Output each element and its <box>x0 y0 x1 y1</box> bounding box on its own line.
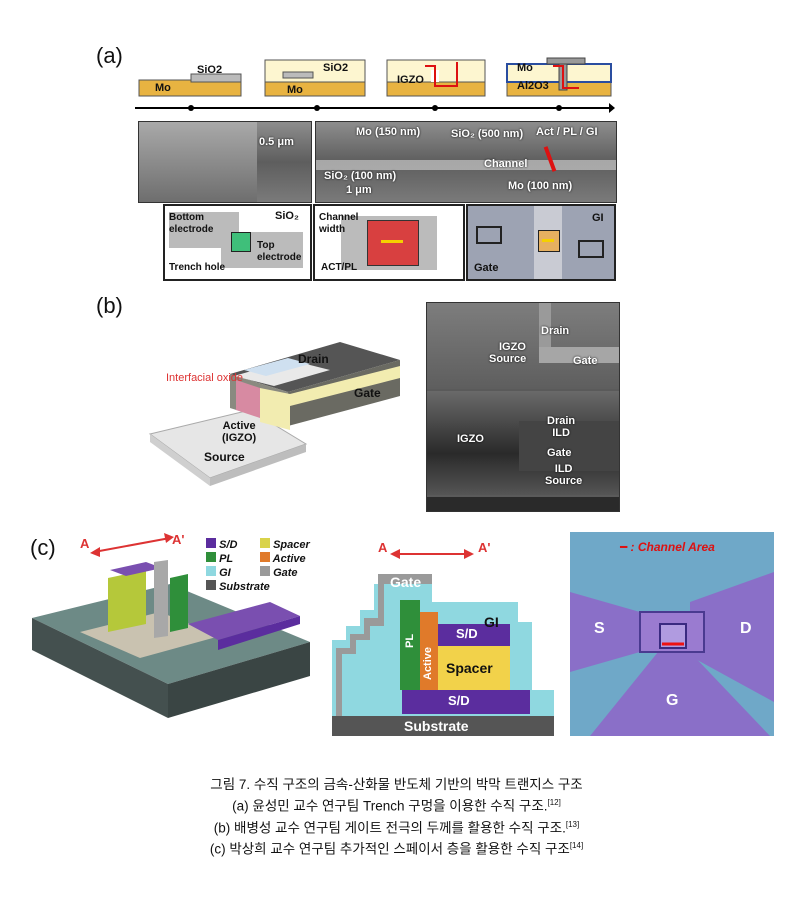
figure-caption: 그림 7. 수직 구조의 금속-산화물 반도체 기반의 박막 트랜지스 구조 (… <box>0 776 793 859</box>
legend-sd: S/D <box>206 538 237 551</box>
caption-line-a: (a) 윤성민 교수 연구팀 Trench 구멍을 이용한 수직 구조.[12] <box>232 798 561 814</box>
cross-substrate: Substrate <box>404 718 469 734</box>
b-sem-source: Source <box>489 353 527 365</box>
b-sem2-gate: Gate <box>547 447 572 459</box>
photo-d: D <box>740 620 752 637</box>
legend-active: Active <box>260 552 306 565</box>
b-active: Active(IGZO) <box>222 420 257 444</box>
photo-channel-legend: ━ : Channel Area <box>620 540 715 554</box>
legend-gate: Gate <box>260 566 298 579</box>
step2-sio2: SiO2 <box>323 62 349 74</box>
c-cross-section: A A' Gate GI PL Active S/D Spacer S/D Su… <box>328 540 560 736</box>
photo-drawing <box>570 532 774 736</box>
layout-top-electrode: Top electrode <box>257 240 302 263</box>
cross-active: Active <box>422 646 434 680</box>
step1-sio2: SiO2 <box>197 64 223 76</box>
sem-mo150: Mo (150 nm) <box>356 126 421 138</box>
legend-pl: PL <box>206 552 233 565</box>
process-flow-diagram <box>135 57 615 113</box>
legend-substrate: Substrate <box>206 580 270 593</box>
sem-act: Act / PL / GI <box>536 126 598 138</box>
sem-sio100: SiO₂ (100 nm) <box>324 170 397 182</box>
c-a-right: A' <box>172 532 185 547</box>
layout-gi: GI <box>592 212 604 224</box>
layout-bottom-electrode: Bottom electrode <box>169 212 214 235</box>
step2-mo: Mo <box>287 84 303 96</box>
panel-c-label: (c) <box>30 535 56 560</box>
cross-section-drawing <box>332 549 554 736</box>
cross-gate: Gate <box>390 574 422 590</box>
layout-gate: GI Gate <box>466 204 616 281</box>
layout-trench-hole: Trench hole <box>169 262 226 273</box>
sem-mo100: Mo (100 nm) <box>508 180 573 192</box>
c-3d-model: A A' <box>20 532 320 746</box>
b-sem-drain: Drain <box>541 325 570 337</box>
c-optical-photo: ━ : Channel Area S D G <box>570 532 774 736</box>
legend-gi: GI <box>206 566 231 579</box>
cross-a-left: A <box>378 540 388 555</box>
caption-line-b: (b) 배병성 교수 연구팀 게이트 전극의 두께를 활용한 수직 구조.[13… <box>213 819 580 836</box>
panel-b-label: (b) <box>96 293 123 318</box>
layout-channel-width: Channel width <box>319 212 359 235</box>
cross-pl: PL <box>404 633 416 648</box>
vertical-tft-3d-model: Drain Interfacial oxide Gate Active(IGZO… <box>140 330 410 510</box>
layout-act-pl: ACT/PL <box>321 262 358 273</box>
photo-s: S <box>594 620 605 637</box>
b-sem2-igzo: IGZO <box>457 433 484 445</box>
sem-channel: Channel <box>484 158 528 170</box>
step3-igzo: IGZO <box>397 74 424 86</box>
step4-mo: Mo <box>517 62 533 74</box>
layout-gate-label: Gate <box>474 262 499 274</box>
step1-mo: Mo <box>155 82 171 94</box>
layout-channel: Channel width ACT/PL <box>313 204 465 281</box>
panel-a-label: (a) <box>96 43 123 68</box>
cross-a-right: A' <box>478 540 491 555</box>
legend-spacer: Spacer <box>260 538 310 551</box>
sem-trench-image: 0.5 μm <box>138 121 312 203</box>
cross-spacer: Spacer <box>446 660 493 676</box>
b-interfacial-oxide: Interfacial oxide <box>166 372 244 384</box>
b-sem-gate: Gate <box>573 355 598 367</box>
sem-sio500: SiO₂ (500 nm) <box>451 128 524 140</box>
sem-cross-section-image: Mo (150 nm) SiO₂ (500 nm) Act / PL / GI … <box>315 121 617 203</box>
b-gate: Gate <box>354 386 381 400</box>
process-flow: Mo SiO2 SiO2 Mo IGZO Mo Al2O3 <box>135 56 615 120</box>
cross-gi: GI <box>484 614 499 630</box>
b-source: Source <box>204 450 245 464</box>
cross-sd-bottom: S/D <box>448 693 470 708</box>
caption-line-c: (c) 박상희 교수 연구팀 추가적인 스페이서 층을 활용한 수직 구조[14… <box>209 841 584 857</box>
layout-sio2: SiO₂ <box>275 210 299 222</box>
photo-g: G <box>666 692 679 709</box>
caption-title: 그림 7. 수직 구조의 금속-산화물 반도체 기반의 박막 트랜지스 구조 <box>210 777 583 792</box>
step4-al2o3: Al2O3 <box>517 80 549 92</box>
b-sem-igzo: IGZO <box>499 341 526 353</box>
sem-scale-left: 0.5 μm <box>259 136 294 148</box>
c-a-left: A <box>80 536 90 551</box>
tft-3d-drawing <box>148 342 400 486</box>
c-3d-drawing <box>32 533 310 718</box>
b-drain: Drain <box>298 352 329 366</box>
layout-trench: Bottom electrode SiO₂ Top electrode Tren… <box>163 204 312 281</box>
cross-sd-top: S/D <box>456 626 478 641</box>
sem-scale-right: 1 μm <box>346 184 372 196</box>
c-legend: S/D Spacer PL Active GI Gate Substrate <box>206 538 326 602</box>
